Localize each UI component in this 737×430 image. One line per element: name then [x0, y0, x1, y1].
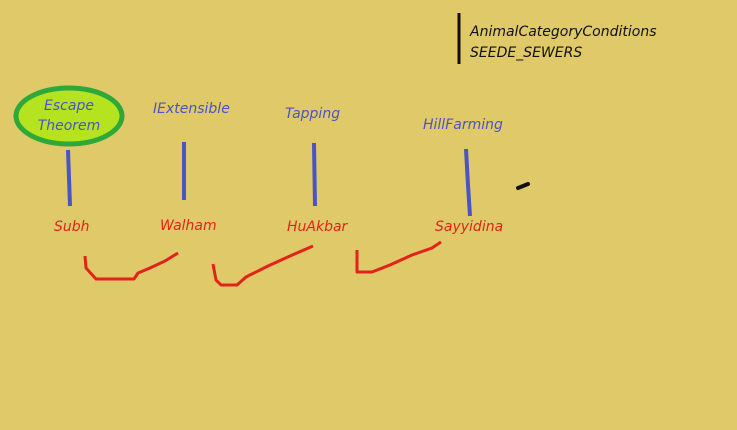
walham-label: Walham [160, 218, 217, 234]
escape-theorem-ellipse [13, 85, 125, 147]
subh-label: Subh [54, 219, 90, 235]
escape-label-line2: Theorem [37, 118, 101, 134]
iextensible-label: IExtensible [153, 101, 230, 117]
sayyidina-label: Sayyidina [435, 219, 504, 235]
escape-theorem-label: Escape Theorem [16, 96, 122, 136]
hillfarming-label: HillFarming [423, 117, 503, 133]
connector-hillfarming-sayyidina [464, 148, 472, 217]
legend-text-line1: AnimalCategoryConditions [470, 24, 657, 40]
tapping-label: Tapping [285, 106, 341, 122]
bracket-huakbar-sayyidina [355, 240, 442, 274]
escape-label-line1: Escape [44, 98, 94, 114]
legend-text-line2: SEEDE_SEWERS [470, 45, 583, 61]
bracket-walham-huakbar [211, 244, 314, 287]
huakbar-label: HuAkbar [287, 219, 348, 235]
connector-tapping-huakbar [312, 142, 317, 207]
connector-escape-subh [66, 149, 72, 207]
bracket-subh-walham [83, 251, 179, 281]
black-mark [516, 182, 530, 190]
